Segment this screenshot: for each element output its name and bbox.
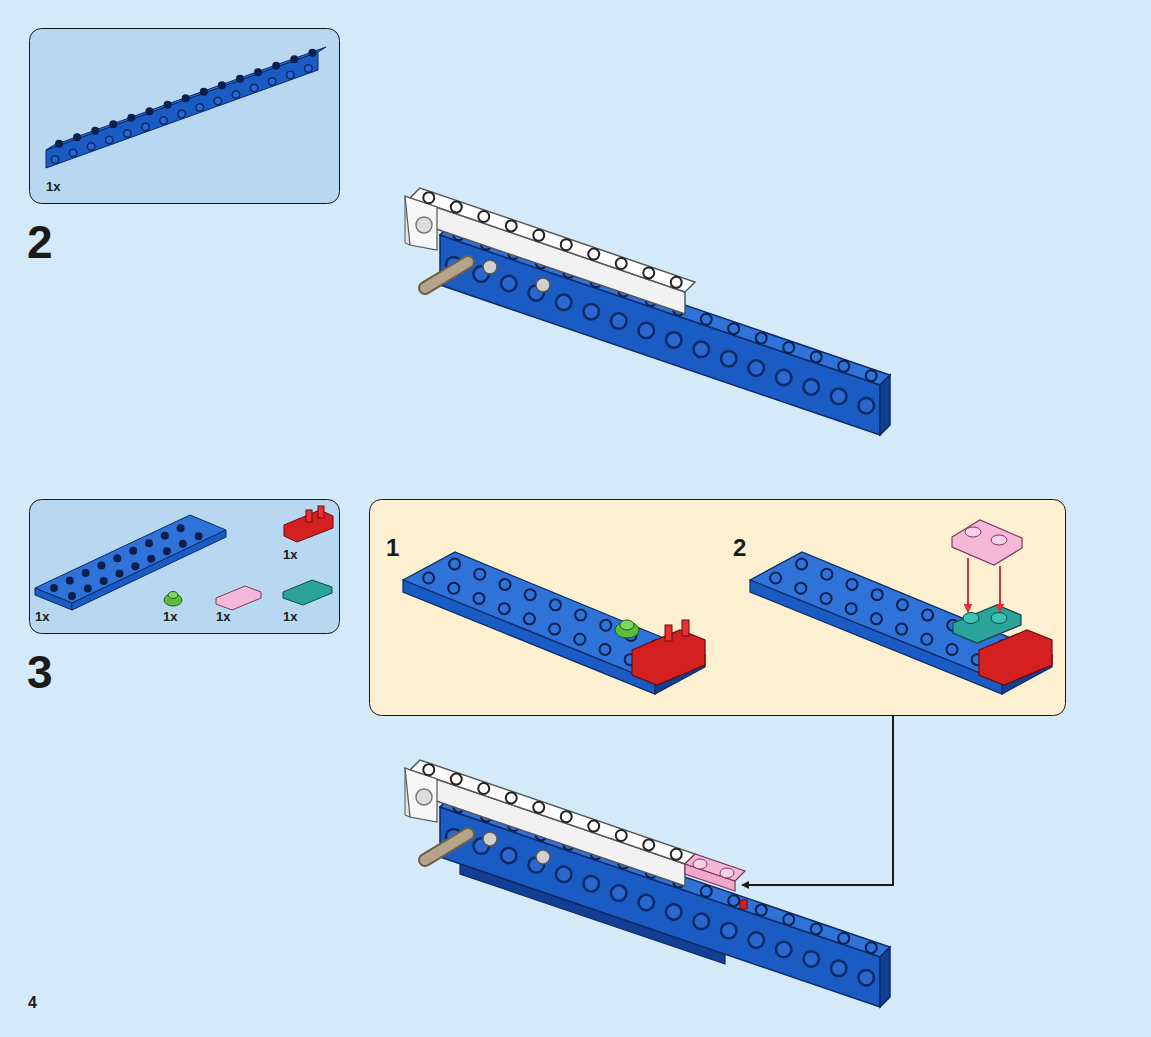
- studs: [802, 564, 1029, 656]
- part-red-clip: [306, 510, 312, 522]
- callout-arrow: [742, 716, 893, 885]
- green-round: [620, 620, 634, 630]
- studs: [802, 564, 1029, 656]
- substep-2: [750, 520, 1052, 694]
- step-3-model: [405, 760, 890, 1007]
- part-count: 1x: [216, 610, 230, 623]
- part-teal-plate: [283, 580, 332, 605]
- page-number: 4: [28, 995, 37, 1011]
- part-holes: [55, 69, 308, 160]
- step-number: 3: [27, 649, 53, 695]
- part-red-clip: [284, 510, 333, 542]
- part-pink-plate: [216, 586, 261, 610]
- part-count: 1x: [35, 610, 49, 623]
- substep-1: [403, 552, 705, 694]
- red-clip: [740, 900, 747, 909]
- substep-number: 2: [733, 536, 746, 560]
- step-2-model: [405, 188, 890, 435]
- part-count: 1x: [283, 610, 297, 623]
- red-arrow: [967, 558, 969, 612]
- model: [405, 760, 890, 1007]
- parts-box: 1x: [29, 28, 340, 204]
- teal-stud: [991, 613, 1007, 624]
- substep-panel: 12: [369, 499, 1066, 716]
- red-clip: [665, 625, 672, 641]
- substep-panel-fill: [370, 500, 1066, 716]
- studs: [429, 578, 656, 670]
- studs: [455, 564, 682, 656]
- red-arrow: [999, 566, 1001, 612]
- red-clip: [682, 620, 689, 636]
- studs: [429, 578, 656, 670]
- part-studs: [72, 529, 214, 596]
- part-studs: [54, 521, 196, 588]
- part-count: 1x: [163, 610, 177, 623]
- part-beam: [46, 47, 326, 150]
- substep-number: 1: [386, 536, 399, 560]
- part-plate: [35, 515, 226, 603]
- parts-box-fill: [30, 29, 340, 204]
- pink-stud: [965, 527, 981, 537]
- part-green-round: [168, 592, 178, 599]
- teal-stud: [963, 613, 979, 624]
- part-beam: [46, 52, 318, 168]
- part-count: 1x: [46, 180, 60, 193]
- parts-box-fill: [30, 500, 340, 634]
- part-red-clip: [318, 506, 324, 518]
- part-count: 1x: [283, 548, 297, 561]
- pink-plate: [685, 854, 745, 881]
- pink-stud: [720, 868, 734, 878]
- pink-stud: [991, 535, 1007, 545]
- parts-box: 1x 1x 1x 1x 1x: [29, 499, 340, 634]
- part-holes: [55, 69, 308, 160]
- part-studs: [59, 53, 312, 144]
- step-number: 2: [27, 219, 53, 265]
- pink-plate: [952, 520, 1022, 565]
- studs: [455, 564, 682, 656]
- teal-plate: [953, 605, 1021, 643]
- pink-stud: [693, 859, 707, 869]
